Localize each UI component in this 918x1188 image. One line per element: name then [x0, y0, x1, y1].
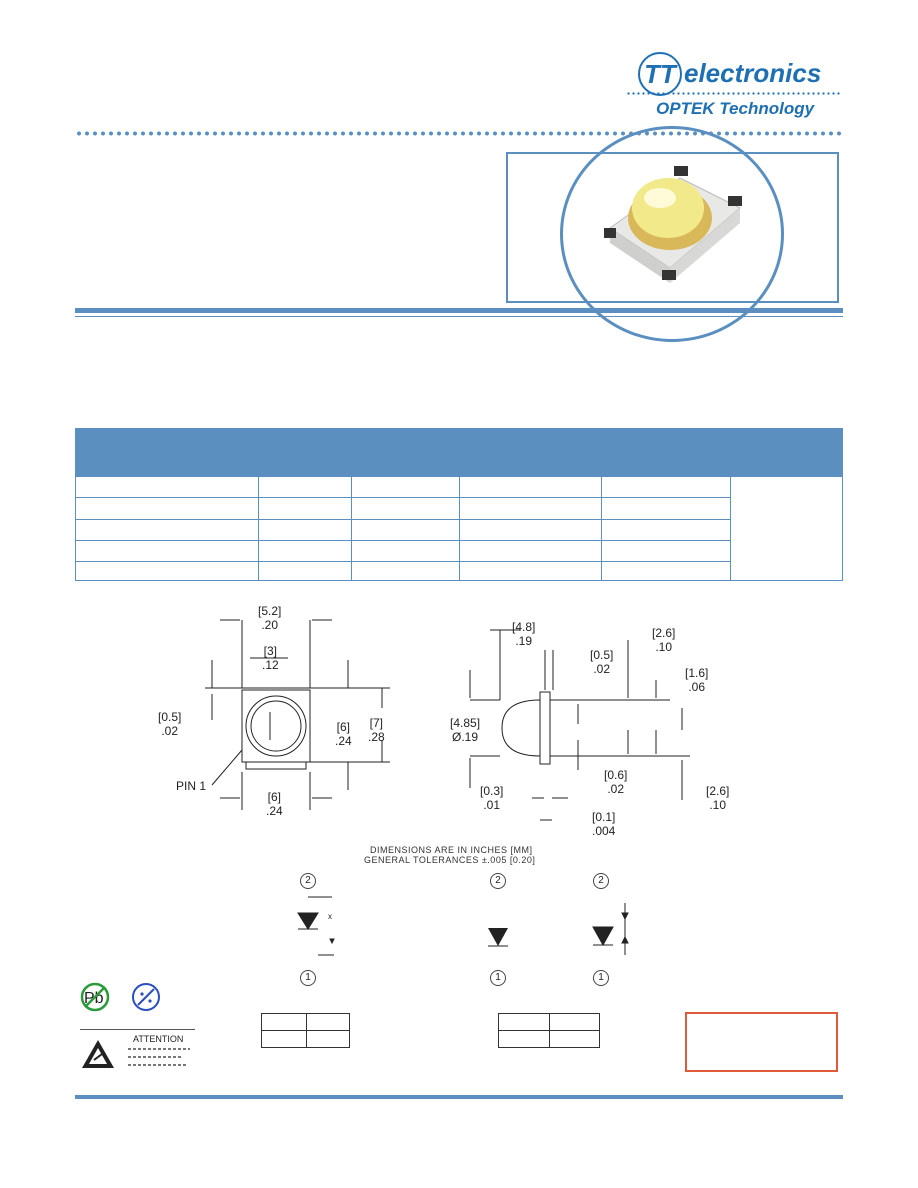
dim-label: [0.6].02 [604, 768, 628, 796]
dim-label: [7].28 [368, 716, 385, 744]
dim-label: [3].12 [262, 644, 279, 672]
pin-number: 2 [300, 873, 316, 889]
dim-label: [0.3].01 [480, 784, 504, 812]
esd-warning-icon [82, 1040, 114, 1068]
tt-logo-mark: TT [638, 52, 682, 96]
attention-label: ATTENTION [133, 1034, 184, 1044]
logo-wordmark: electronics [684, 58, 822, 88]
table-col-divider [601, 477, 602, 581]
dimension-note: DIMENSIONS ARE IN INCHES [MM] [370, 845, 533, 855]
top-view-drawing [205, 619, 390, 810]
dim-label: [2.6].10 [706, 784, 730, 812]
dim-label: [5.2].20 [258, 604, 282, 632]
table-row [76, 497, 730, 498]
side-view-drawing [469, 629, 690, 821]
schematic-led-protection-icon [592, 903, 629, 955]
dim-label: [4.8].19 [512, 620, 536, 648]
svg-text:x: x [328, 912, 332, 921]
pin-number: 1 [593, 970, 609, 986]
pin1-label: PIN 1 [176, 779, 207, 793]
table-col-divider [258, 477, 259, 581]
part-table [75, 428, 843, 581]
dim-label: [6].24 [335, 720, 352, 748]
table-row [76, 519, 730, 520]
dim-label: [1.6].06 [685, 666, 709, 694]
schematic-led-icon [488, 928, 508, 947]
pb-free-icon: Pb [80, 982, 110, 1012]
table-header [76, 429, 842, 477]
dim-label: [2.6].10 [652, 626, 676, 654]
table-col-divider [730, 477, 731, 581]
pinout-table [261, 1013, 350, 1048]
esd-text-line [128, 1056, 183, 1058]
dim-label: [0.1].004 [592, 810, 616, 838]
pin-number: 2 [593, 873, 609, 889]
pinout-table [498, 1013, 600, 1048]
pin-number: 2 [490, 873, 506, 889]
dim-label: [6].24 [266, 790, 283, 818]
logo-dots [626, 92, 840, 95]
section-rule-thin [75, 316, 843, 317]
logo-subtitle: OPTEK Technology [656, 99, 815, 118]
schematic-zener-led-icon: x [297, 896, 335, 956]
table-row [76, 561, 730, 562]
dim-label: [0.5].02 [158, 710, 182, 738]
pin-number: 1 [300, 970, 316, 986]
dim-label: [0.5].02 [590, 648, 614, 676]
header-dotted-rule [75, 131, 843, 136]
dim-label: [4.85]Ø.19 [450, 716, 481, 744]
section-rule [75, 308, 843, 313]
tolerance-note: GENERAL TOLERANCES ±.005 [0.20] [364, 855, 536, 865]
table-col-divider [351, 477, 352, 581]
table-row [76, 540, 730, 541]
table-col-divider [459, 477, 460, 581]
photo-highlight-circle [560, 126, 784, 342]
esd-rule [80, 1029, 195, 1030]
rohs-icon [132, 983, 160, 1011]
esd-text-line [128, 1064, 188, 1066]
footer-rule [75, 1095, 843, 1099]
esd-text-line [128, 1048, 190, 1050]
pin-number: 1 [490, 970, 506, 986]
caution-box [685, 1012, 838, 1072]
